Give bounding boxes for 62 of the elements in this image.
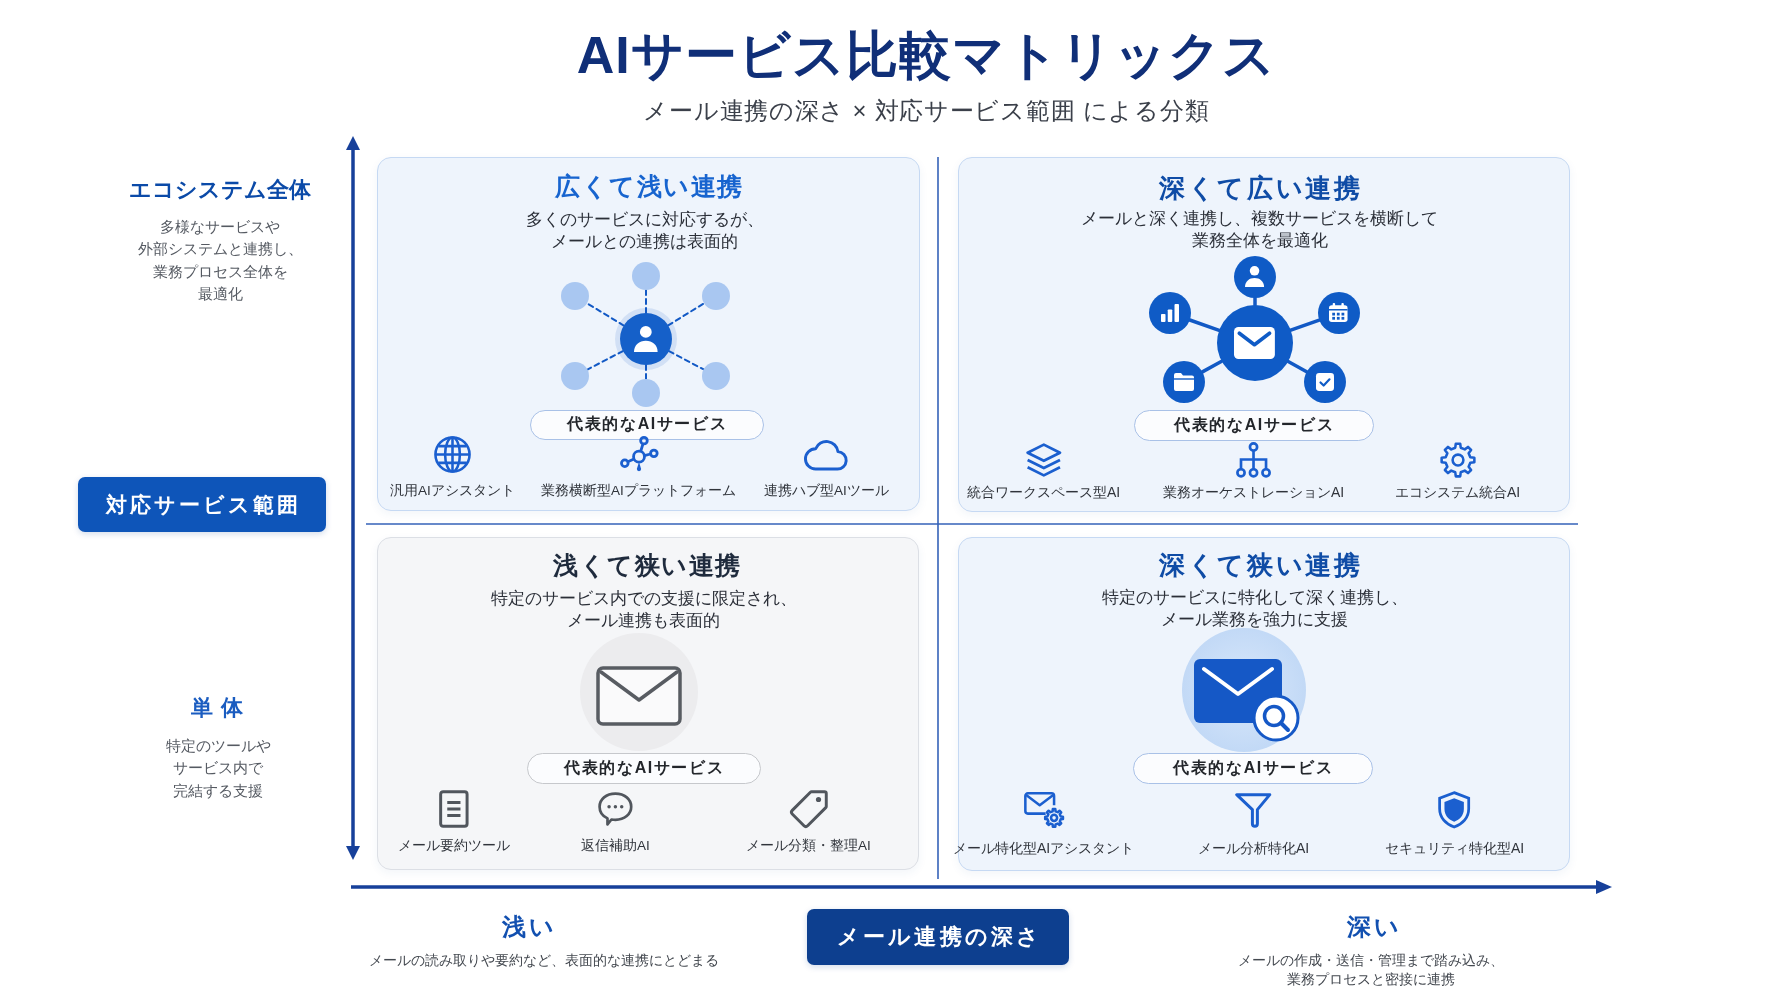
category-pill: 代表的なAIサービス [1132, 752, 1373, 784]
icon-circle [1148, 291, 1191, 334]
scale-heading: 深い [1345, 912, 1403, 942]
axis-label: メール連携の深さ [807, 909, 1069, 965]
service-label: セキュリティ特化型AI [1384, 838, 1525, 857]
scale-heading: エコシステム全体 [129, 175, 311, 204]
connector-line [586, 350, 624, 371]
connector-line [645, 364, 647, 380]
service-label: メール分類・整理AI [746, 836, 871, 855]
service-label: 統合ワークスペース型AI [966, 482, 1121, 501]
connector-line [586, 302, 625, 327]
icon-circle [619, 312, 672, 365]
scale-description: 多様なサービスや外部システムと連携し、業務プロセス全体を最適化 [136, 217, 304, 305]
quadrant-description: 特定のサービス内での支援に限定され、メール連携も表面的 [490, 587, 797, 631]
service-label: 業務横断型AIプラットフォーム [541, 481, 736, 500]
category-pill: 代表的なAIサービス [1133, 409, 1374, 441]
connector-line [1253, 296, 1257, 307]
quadrant-heading: 深くて狭い連携 [1158, 548, 1363, 582]
node-circle [631, 378, 660, 407]
icon-circle [1317, 291, 1360, 334]
connector-line [667, 302, 706, 327]
service-label: 汎用AIアシスタント [390, 481, 515, 500]
service-label: エコシステム統合AI [1394, 482, 1521, 501]
quadrant-panel [958, 157, 1570, 512]
quadrant-description: 特定のサービスに特化して深く連携し、メール業務を強力に支援 [1100, 586, 1409, 631]
connector-line [668, 350, 705, 371]
icon-circle [1233, 255, 1276, 298]
service-label: メール特化型AIアシスタント [952, 838, 1135, 857]
icon-circle [1303, 360, 1346, 403]
service-label: メール分析特化AI [1197, 838, 1310, 857]
quadrant-heading: 浅くて狭い連携 [552, 550, 742, 581]
icon-circle [1162, 360, 1205, 403]
quadrant-panel [377, 537, 919, 870]
node-circle [560, 361, 589, 390]
category-pill: 代表的なAIサービス [529, 409, 764, 440]
quadrant-heading: 広くて浅い連携 [554, 171, 744, 202]
connector-line [1289, 318, 1321, 332]
service-label: 連携ハブ型AIツール [764, 481, 889, 500]
scale-heading: 単体 [190, 693, 251, 722]
title: AIサービス比較マトリックス [575, 24, 1277, 86]
category-pill: 代表的なAIサービス [526, 752, 761, 784]
scale-description: メールの作成・送信・管理まで踏み込み、業務プロセスと密接に連携 [1237, 950, 1505, 989]
scale-heading: 浅い [500, 912, 558, 942]
service-label: メール要約ツール [397, 836, 510, 855]
scale-description: メールの読み取りや要約など、表面的な連携にとどまる [369, 951, 719, 970]
node-circle [701, 281, 730, 310]
scale-description: 特定のツールやサービス内で完結する支援 [164, 736, 272, 801]
connector-line [645, 289, 647, 314]
quadrant-description: メールと深く連携し、複数サービスを横断して業務全体を最適化 [1080, 207, 1439, 252]
quadrant-heading: 深くて広い連携 [1158, 171, 1363, 205]
service-label: 業務オーケストレーションAI [1162, 482, 1345, 501]
connector-line [1200, 359, 1224, 374]
quadrant-panel [377, 157, 920, 511]
quadrant-description: 多くのサービスに対応するが、メールとの連携は表面的 [524, 208, 765, 252]
service-label: 返信補助AI [581, 836, 650, 855]
node-circle [631, 261, 660, 290]
axis-label: 対応サービス範囲 [78, 477, 326, 532]
connector-line [1188, 318, 1221, 333]
connector-line [1286, 359, 1309, 374]
node-circle [560, 281, 589, 310]
subtitle: メール連携の深さ × 対応サービス範囲 による分類 [642, 96, 1210, 126]
node-circle [701, 361, 730, 390]
